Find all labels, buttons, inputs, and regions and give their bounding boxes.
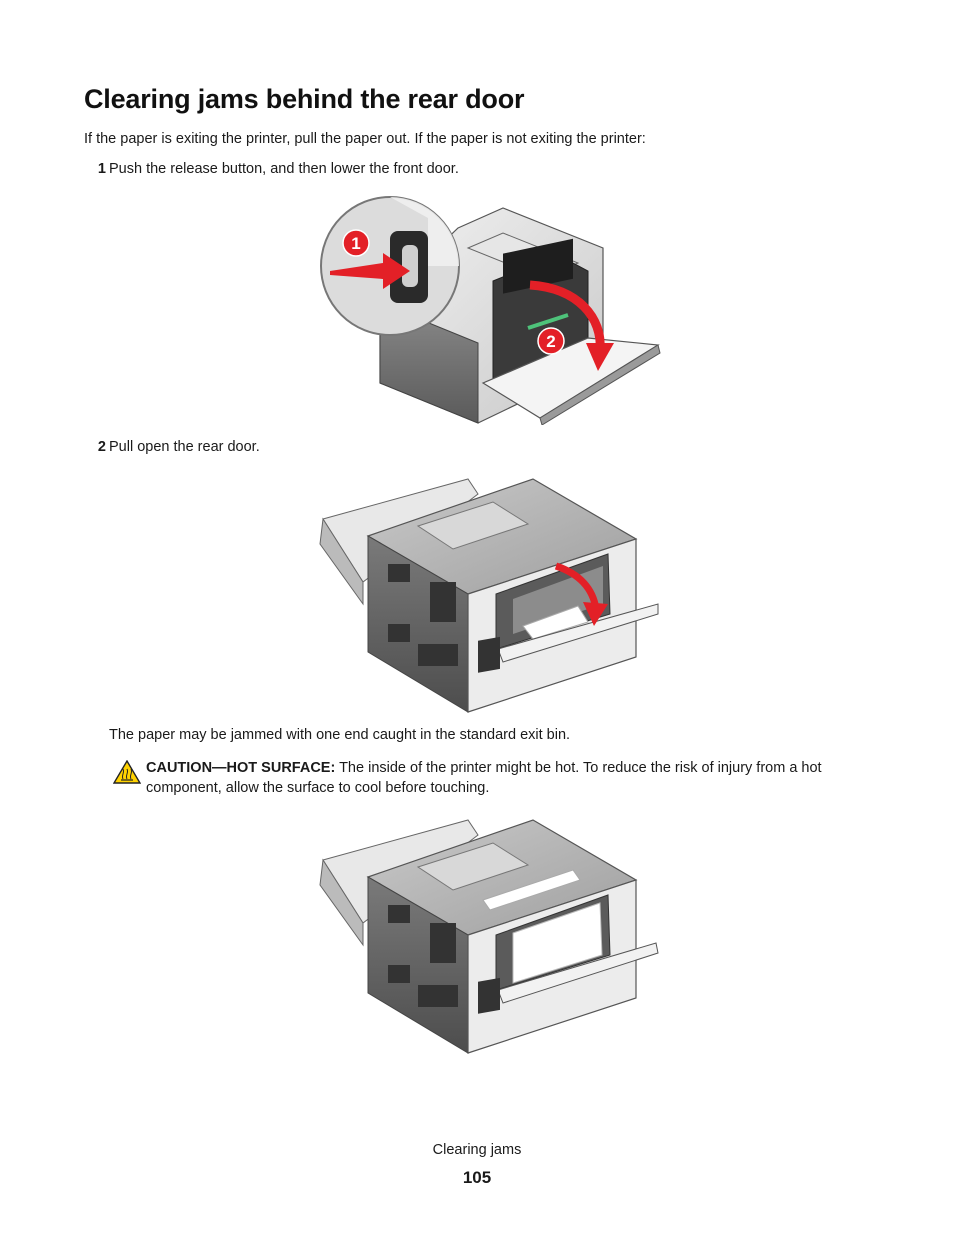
lower-door-arrow <box>529 280 614 371</box>
zoom-inset <box>320 196 460 336</box>
rear-door-open <box>478 942 659 1014</box>
caution-text: CAUTION—HOT SURFACE: The inside of the p… <box>146 758 866 798</box>
jam-note: The paper may be jammed with one end cau… <box>109 727 571 743</box>
callout-1-label: 1 <box>351 234 360 253</box>
rear-door-open <box>478 603 659 673</box>
page-number: 105 <box>462 1168 492 1187</box>
caution-body: The inside of the printer might be hot. … <box>146 760 822 796</box>
step-2-number: 2 <box>97 439 106 455</box>
caution-label: CAUTION—HOT SURFACE: <box>146 760 336 776</box>
callout-2-label: 2 <box>546 332 555 351</box>
footer-section-title: Clearing jams <box>432 1142 522 1158</box>
open-rear-door-arrow <box>554 562 608 626</box>
rear-cavity <box>495 894 611 991</box>
figure-jammed-paper <box>319 819 659 1054</box>
figure-rear-door-open <box>319 478 659 713</box>
step-1-number: 1 <box>97 161 106 177</box>
printer-body <box>366 819 638 1054</box>
intro-paragraph: If the paper is exiting the printer, pul… <box>84 131 646 147</box>
step-2-text: Pull open the rear door. <box>109 439 260 455</box>
figure-front-door-release: 2 1 <box>320 196 661 425</box>
hot-surface-warning-icon <box>113 760 141 784</box>
callout-1-badge: 1 <box>342 229 370 257</box>
page-title: Clearing jams behind the rear door <box>84 84 525 114</box>
step-1-text: Push the release button, and then lower … <box>109 161 459 177</box>
callout-2-badge: 2 <box>537 327 565 355</box>
